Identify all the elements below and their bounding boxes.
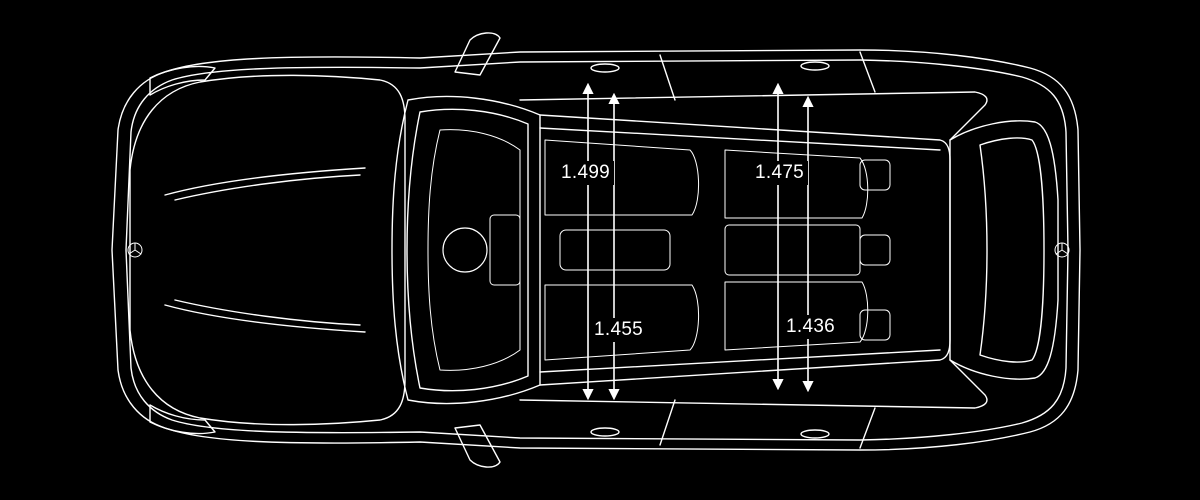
rear-headrest-center <box>859 234 891 266</box>
mirror-right <box>454 424 501 468</box>
door-seam-rear-bottom <box>859 407 876 449</box>
front-headroom-upper-label: 1.499 <box>557 161 615 185</box>
rear-headroom-lower-label: 1.436 <box>782 315 840 339</box>
windshield-inner <box>406 108 529 392</box>
door-handle-front-right <box>590 427 620 437</box>
door-seam-front-top <box>659 54 676 101</box>
hood-outline <box>129 74 406 426</box>
mirror-left <box>454 32 501 76</box>
door-handle-rear-left <box>800 61 830 71</box>
star-emblem-rear-icon <box>1054 242 1070 258</box>
hood-crease-lower-2 <box>174 299 361 326</box>
rear-seat-left <box>724 149 869 219</box>
roof-outline <box>539 114 951 386</box>
door-handle-front-left <box>590 63 620 73</box>
body-inner-outline <box>125 59 1069 441</box>
door-handle-rear-right <box>800 429 830 439</box>
hood-crease-upper <box>164 167 366 196</box>
rear-headrest-left <box>859 159 891 191</box>
rear-window <box>949 120 1059 380</box>
rear-headroom-upper-label: 1.475 <box>751 161 809 185</box>
headlight-left <box>149 65 216 96</box>
dashboard <box>427 129 521 371</box>
hood-crease-lower <box>164 304 366 333</box>
hood-crease-upper-2 <box>174 174 361 201</box>
door-seam-rear-top <box>859 51 876 93</box>
door-seam-front-bottom <box>659 399 676 446</box>
roof-rail-bottom-2 <box>539 349 941 373</box>
rear-seat-right <box>724 281 869 351</box>
rear-headrest-right <box>859 309 891 341</box>
roof-rail-top-2 <box>539 127 941 151</box>
roof-rail-top <box>519 91 988 141</box>
windshield <box>391 95 541 405</box>
body-outline <box>111 49 1081 451</box>
star-emblem-front-icon <box>127 242 143 258</box>
rear-window-inner <box>979 137 1045 363</box>
steering-wheel <box>442 227 488 273</box>
center-console <box>489 214 521 286</box>
rear-seat-center <box>724 224 861 276</box>
front-headroom-lower-label: 1.455 <box>590 318 648 342</box>
headlight-right <box>149 404 216 435</box>
front-seat-right <box>544 284 700 361</box>
front-seat-left <box>544 139 700 216</box>
roof-rail-bottom <box>519 359 988 409</box>
front-center-tunnel <box>559 229 671 271</box>
